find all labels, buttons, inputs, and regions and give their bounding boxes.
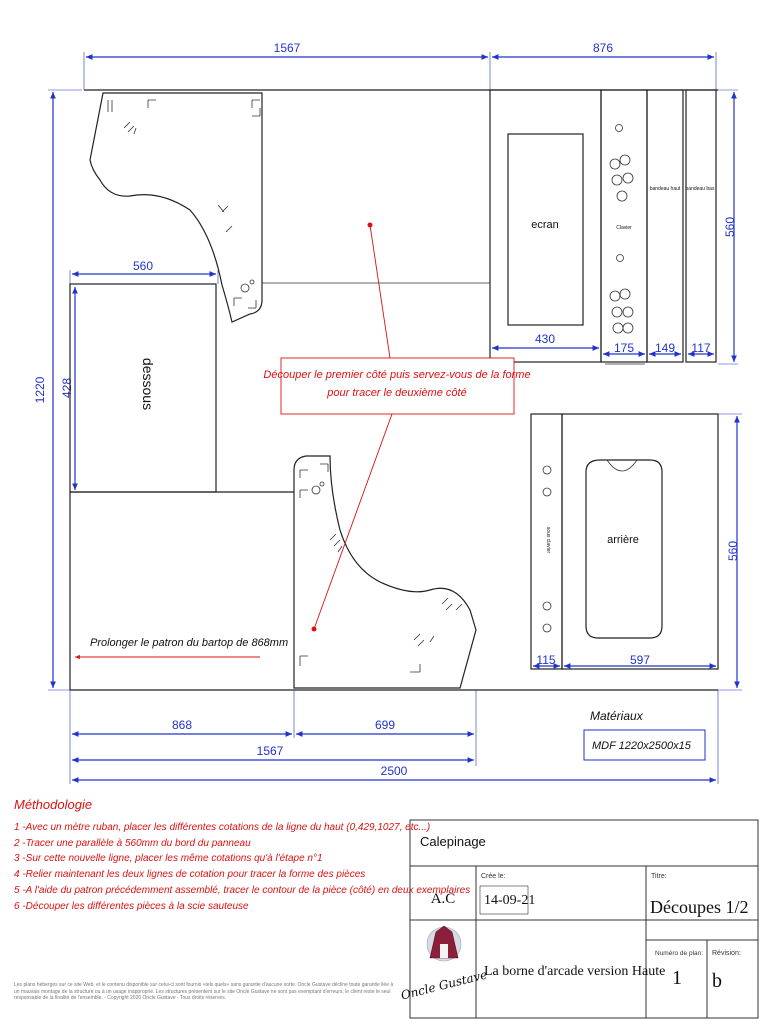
clavier-label: Clavier xyxy=(616,225,632,231)
sous-clavier-label: sous clavier xyxy=(545,527,551,554)
methodology-step: 3 -Sur cette nouvelle ligne, placer les … xyxy=(14,853,323,865)
callout-line-1: Découper le premier côté puis servez-vou… xyxy=(263,369,530,381)
dim-876-top: 876 xyxy=(593,41,613,55)
methodology-step: 6 -Découper les différentes pièces à la … xyxy=(14,900,249,912)
top-dimensions: 1567 876 xyxy=(83,41,717,90)
dim-115: 115 xyxy=(536,653,555,667)
upper-right-dimensions: 430 175 149 117 560 xyxy=(492,89,738,365)
piece-arriere xyxy=(561,413,719,670)
oncle-gustave-logo: Oncle Gustave xyxy=(399,925,489,1003)
dessous-label: dessous xyxy=(140,358,156,410)
cut-callout: Découper le premier côté puis servez-vou… xyxy=(263,222,531,632)
created-date: 14-09-21 xyxy=(484,893,535,908)
dim-430: 430 xyxy=(535,332,555,346)
materials: Matériaux MDF 1220x2500x15 xyxy=(583,709,706,761)
dim-149: 149 xyxy=(655,341,675,355)
lower-right-pieces: sous clavier arrière xyxy=(530,413,719,670)
prolong-note: Prolonger le patron du bartop de 868mm xyxy=(75,637,288,660)
logo-text: Oncle Gustave xyxy=(399,968,488,1003)
dim-560-right-bottom: 560 xyxy=(726,541,740,561)
bottom-dimensions: 868 699 1567 2500 xyxy=(69,690,719,784)
project-name: La borne d'arcade version Haute xyxy=(484,964,665,979)
lower-right-dimensions: 115 597 560 xyxy=(533,413,742,691)
callout-line-2: pour tracer le deuxième côté xyxy=(326,387,466,399)
dim-597: 597 xyxy=(630,653,650,667)
arriere-label: arrière xyxy=(607,534,639,546)
upper-right-pieces: ecran Clavier bandeau haut bandeau bas xyxy=(489,89,717,363)
dim-560-left: 560 xyxy=(133,259,153,273)
methodology-step: 1 -Avec un mètre ruban, placer les diffé… xyxy=(14,822,431,833)
piece-dessous: dessous xyxy=(69,283,217,493)
title-block: Calepinage A.C Crée le: 14-09-21 Titre: … xyxy=(399,819,759,1019)
dim-868: 868 xyxy=(172,718,192,732)
dim-1567-top: 1567 xyxy=(274,41,301,55)
dim-1220: 1220 xyxy=(33,376,47,403)
dim-117: 117 xyxy=(691,341,710,355)
materials-value: MDF 1220x2500x15 xyxy=(592,740,692,752)
dim-2500: 2500 xyxy=(381,764,408,778)
title-label: Titre: xyxy=(651,873,667,880)
prolong-text: Prolonger le patron du bartop de 868mm xyxy=(90,637,288,649)
plan-number: 1 xyxy=(672,967,682,989)
calepinage-label: Calepinage xyxy=(420,834,486,849)
ecran-label: ecran xyxy=(531,219,559,231)
legal-disclaimer: Les plans hébergés sur ce site Web, et l… xyxy=(14,982,394,1001)
side-piece-top xyxy=(89,92,263,323)
side-piece-bottom xyxy=(293,455,477,689)
methodology-title: Méthodologie xyxy=(14,797,93,812)
bottom-strip xyxy=(69,491,294,690)
methodology-step: 2 -Tracer une parallèle à 560mm du bord … xyxy=(14,837,251,849)
left-dimensions: 1220 428 560 xyxy=(33,89,219,691)
dim-175: 175 xyxy=(614,341,634,355)
dim-1567-bottom: 1567 xyxy=(257,744,284,758)
methodology: Méthodologie 1 -Avec un mètre ruban, pla… xyxy=(14,797,471,914)
rear-access-cutout xyxy=(585,459,663,639)
screen-cutout xyxy=(507,133,584,326)
revision-label: Révision: xyxy=(712,950,741,957)
bandeau-bas-label: bandeau bas xyxy=(686,186,715,192)
revision: b xyxy=(712,970,722,992)
methodology-step: 4 -Relier maintenant les deux lignes de … xyxy=(14,869,366,881)
piece-bandeau-haut xyxy=(646,89,684,363)
materials-title: Matériaux xyxy=(590,709,644,723)
drawing-title: Découpes 1/2 xyxy=(650,897,748,917)
dim-560-right-top: 560 xyxy=(723,217,737,237)
dim-699: 699 xyxy=(375,718,395,732)
author: A.C xyxy=(431,891,456,907)
created-label: Crée le: xyxy=(481,873,506,880)
methodology-step: 5 -A l'aide du patron précédemment assem… xyxy=(14,884,471,896)
plan-number-label: Numéro de plan: xyxy=(655,950,703,957)
piece-bandeau-bas xyxy=(685,89,717,363)
bandeau-haut-label: bandeau haut xyxy=(650,186,681,192)
dim-428: 428 xyxy=(60,378,74,398)
